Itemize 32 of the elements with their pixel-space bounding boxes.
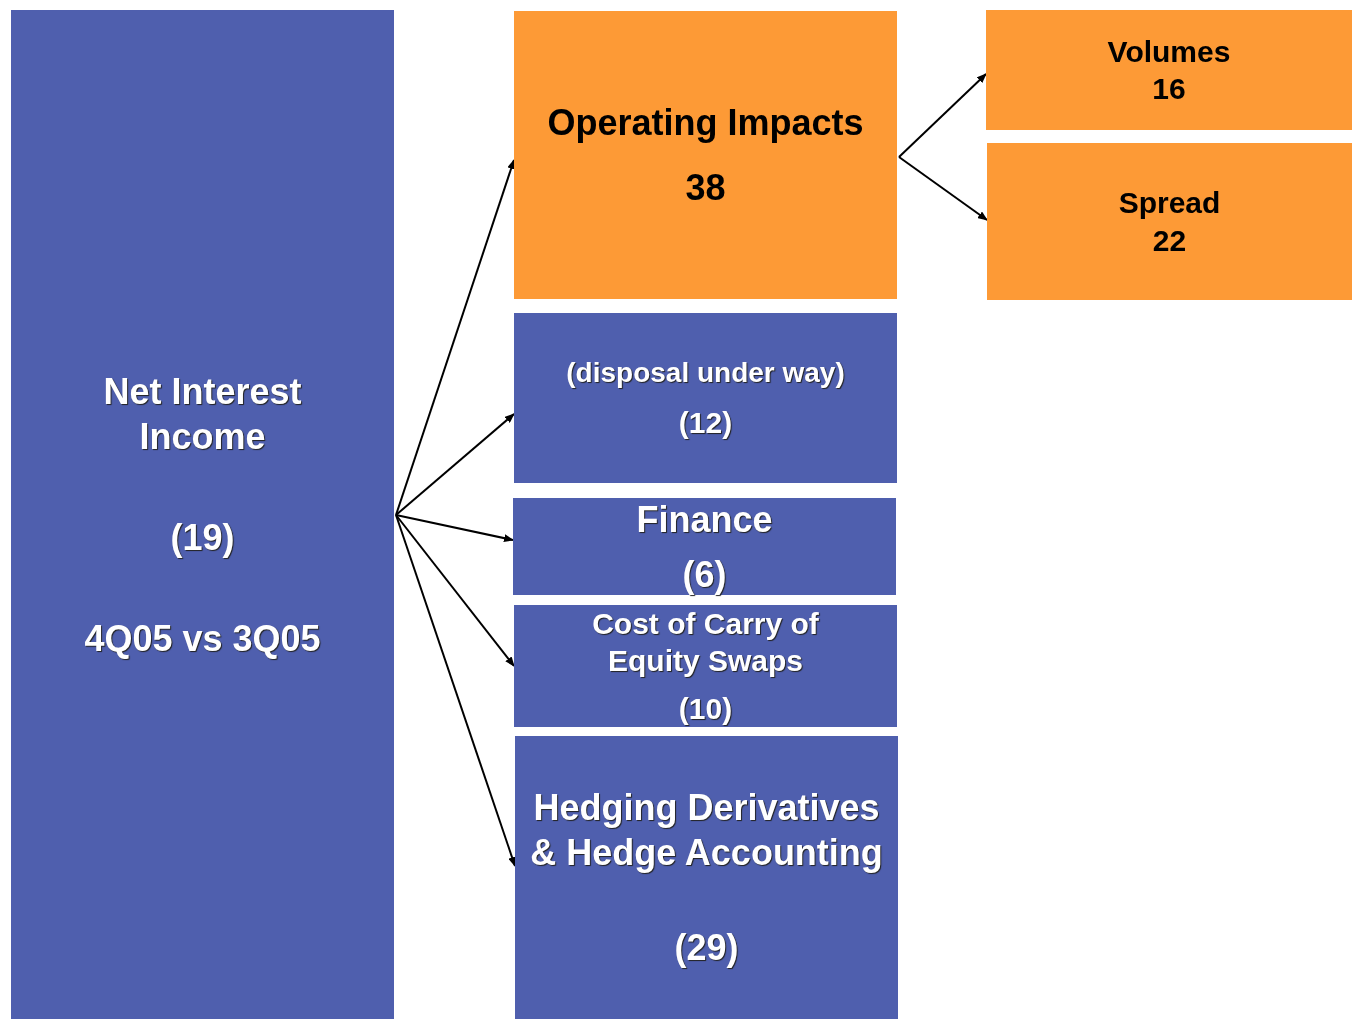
box-value: (19) xyxy=(170,515,235,560)
box-heading: Finance xyxy=(636,497,773,542)
arrow xyxy=(395,159,515,516)
box-value: (6) xyxy=(682,552,727,597)
value-box xyxy=(986,10,1352,130)
value-box xyxy=(515,736,898,1019)
arrow xyxy=(395,514,514,543)
value-box xyxy=(514,313,897,483)
value-box xyxy=(513,498,896,595)
box-value: (12) xyxy=(678,404,733,441)
box-heading: Spread xyxy=(1118,185,1221,221)
box-value: 38 xyxy=(685,166,726,210)
box-heading: Hedging Derivatives & Hedge Accounting xyxy=(529,786,884,875)
arrow xyxy=(898,73,987,158)
box-heading: Operating Impacts xyxy=(547,101,864,145)
arrow xyxy=(395,514,515,667)
value-box xyxy=(514,11,897,299)
value-box xyxy=(514,605,897,727)
box-heading: Cost of Carry of Equity Swaps xyxy=(591,605,820,680)
arrow xyxy=(898,156,988,221)
box-heading: Net Interest Income xyxy=(102,369,303,459)
box-value: 16 xyxy=(1152,71,1186,107)
box-heading: (disposal under way) xyxy=(566,355,845,390)
box-value: (29) xyxy=(674,926,739,970)
box-value: (10) xyxy=(678,690,733,727)
arrow xyxy=(395,413,515,516)
box-value: 4Q05 vs 3Q05 xyxy=(84,616,321,661)
value-box xyxy=(987,143,1352,300)
box-heading: Volumes xyxy=(1107,33,1231,70)
arrow xyxy=(395,514,516,867)
box-value: 22 xyxy=(1152,222,1187,259)
value-box xyxy=(11,10,394,1019)
